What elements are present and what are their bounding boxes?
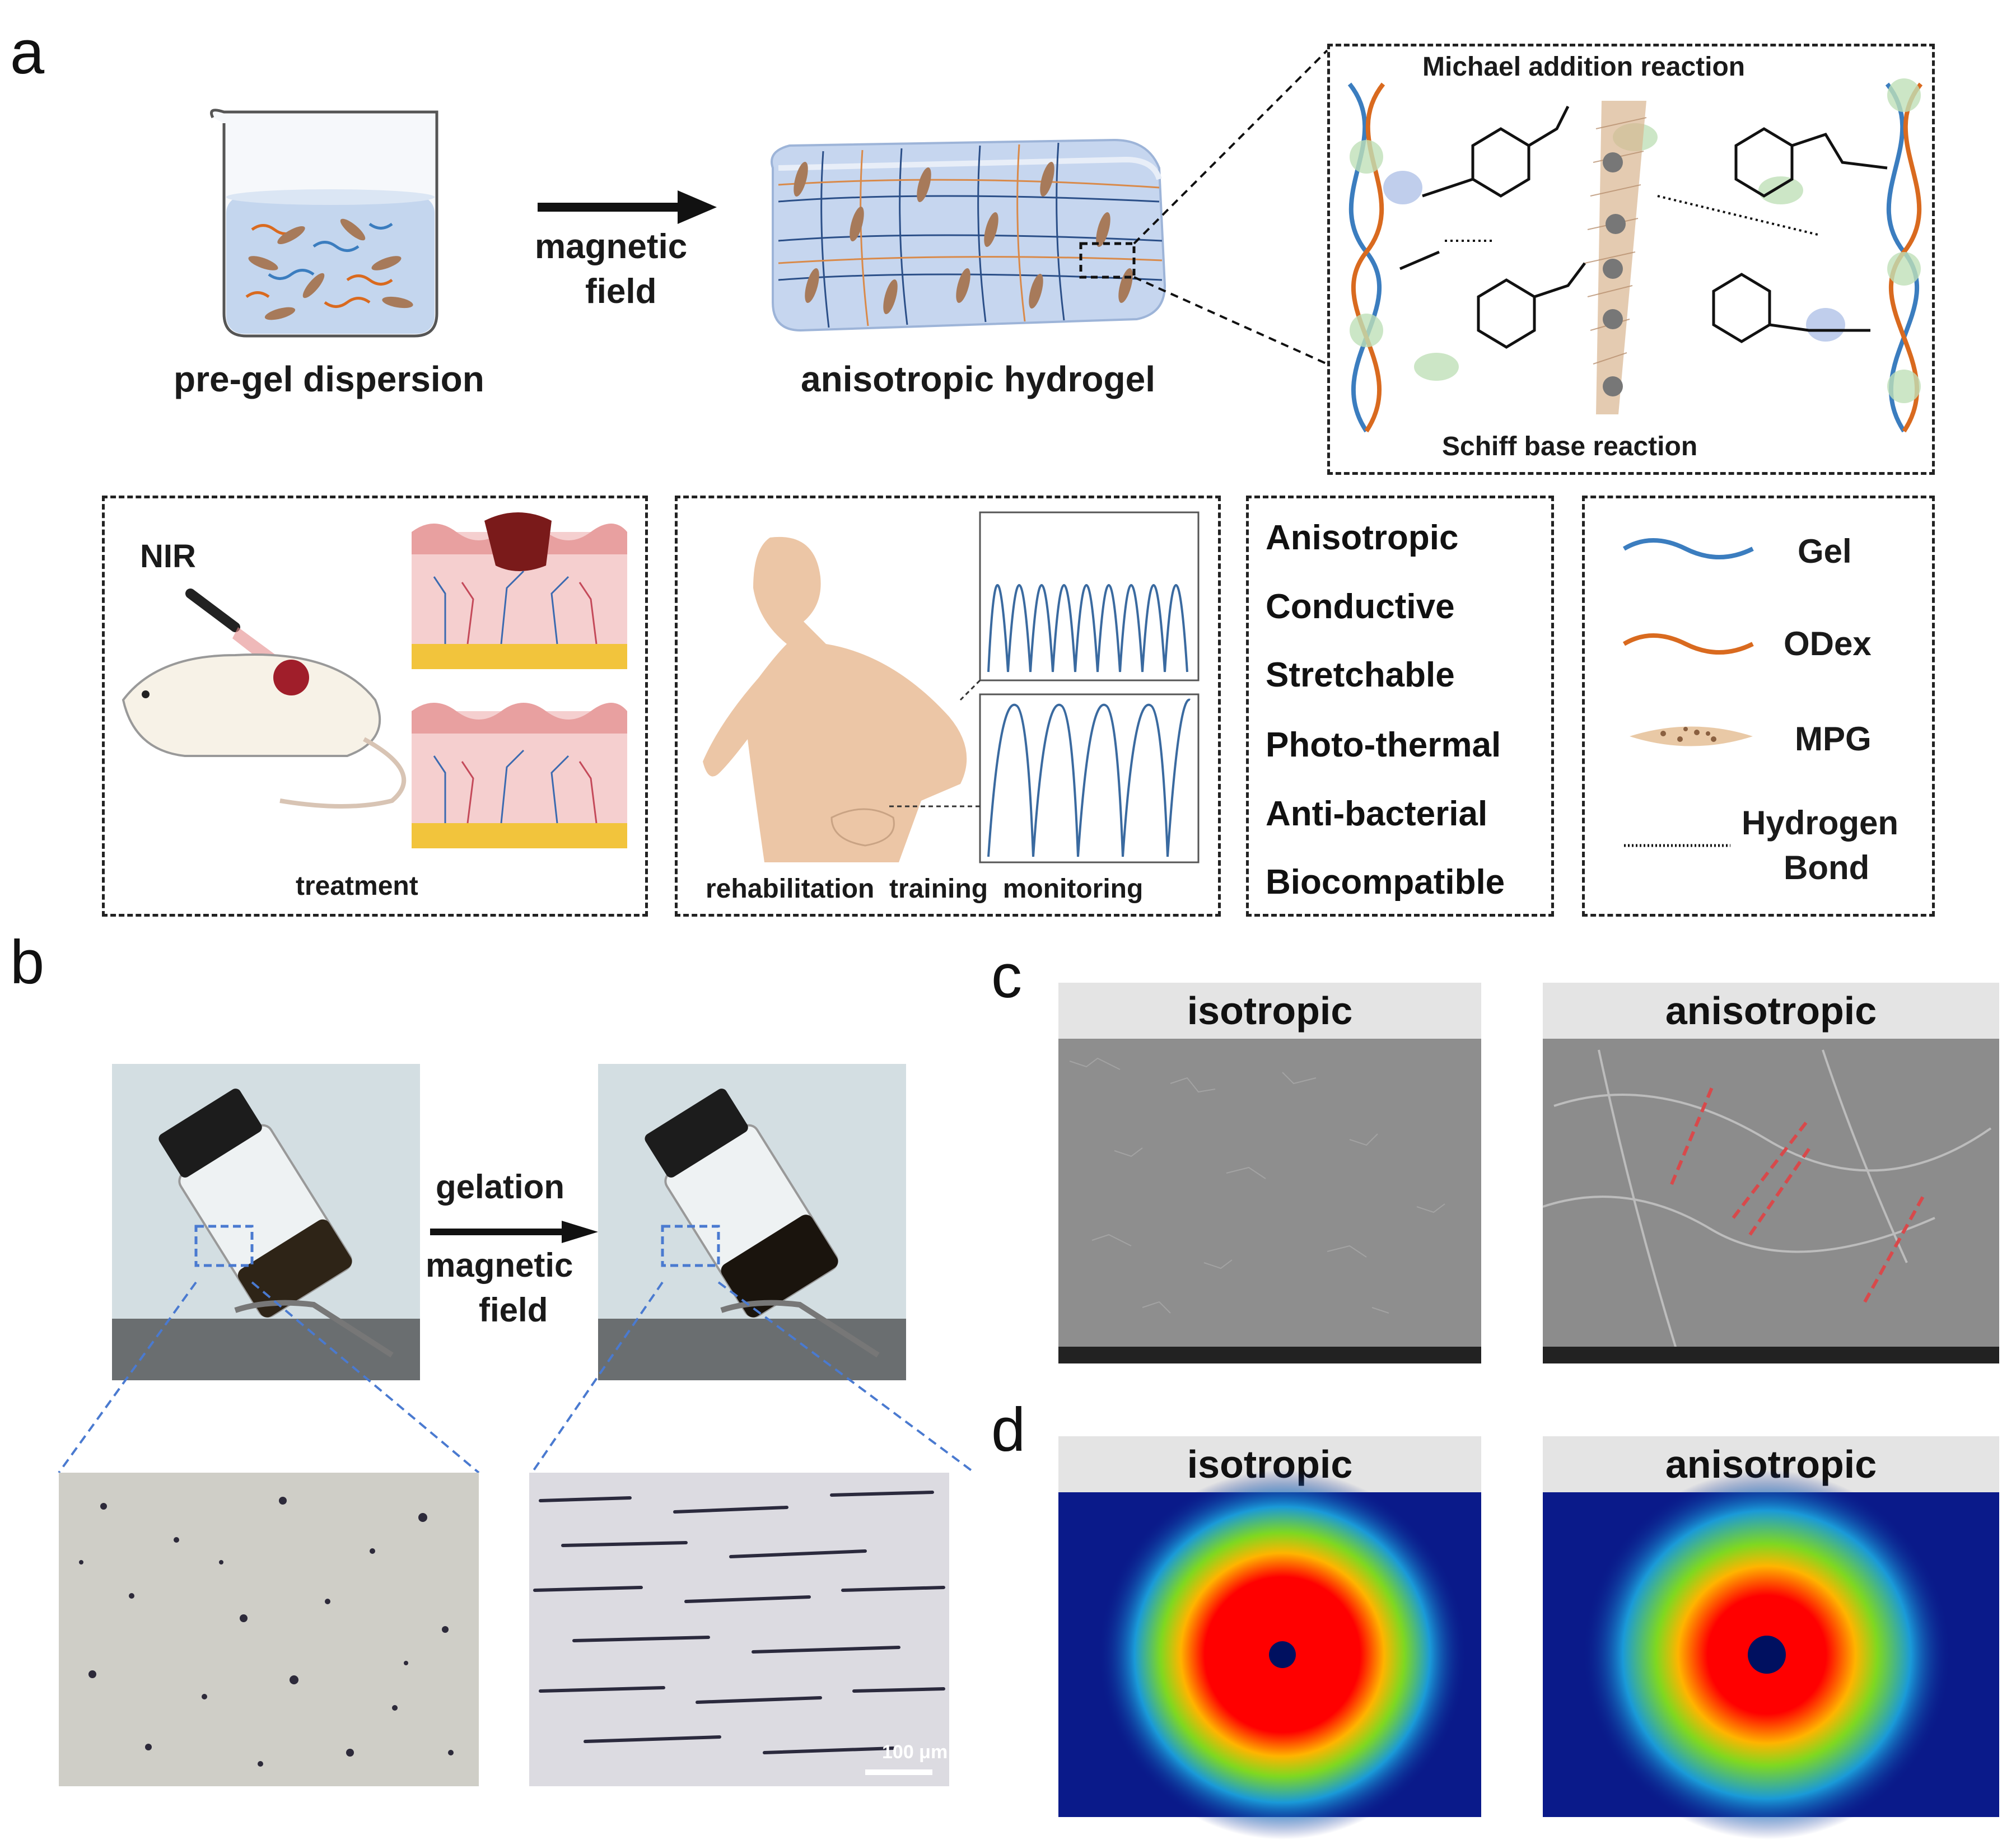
property-photothermal: Photo-thermal (1266, 726, 1501, 764)
sem-image-anisotropic (1542, 1039, 1999, 1363)
panel-letter-c: c (991, 942, 1022, 1011)
saxs-anisotropic-title: anisotropic (1543, 1436, 1999, 1492)
panel-letter-d: d (991, 1395, 1026, 1464)
nir-label: NIR (140, 538, 196, 575)
sem-anisotropic-title: anisotropic (1543, 983, 1999, 1039)
gelation-arrow (430, 1221, 598, 1243)
skin-layers-illustration (412, 512, 627, 848)
vial-photo-before (112, 1064, 420, 1380)
micrograph-anisotropic (529, 1473, 949, 1786)
pregel-label: pre-gel dispersion (174, 359, 484, 399)
property-stretchable: Stretchable (1266, 656, 1455, 694)
arrow-magnetic-label: magnetic (426, 1246, 573, 1284)
beaker-illustration (210, 109, 438, 338)
legend-hbond-line1: Hydrogen (1742, 804, 1899, 842)
legend-mpg: MPG (1795, 720, 1872, 758)
property-biocompatible: Biocompatible (1266, 863, 1505, 902)
legend-hbond-line2: Bond (1784, 849, 1870, 886)
arrow-field-label: field (479, 1291, 548, 1329)
monitoring-box (675, 496, 1221, 917)
strain-signal-charts (888, 511, 1200, 863)
arrow-gelation-label: gelation (436, 1168, 565, 1206)
hydrogel-block-illustration (771, 49, 1328, 365)
property-conductive: Conductive (1266, 587, 1455, 626)
zoom-connector-lines (58, 1281, 976, 1474)
sem-image-isotropic (1058, 1039, 1481, 1363)
property-antibacterial: Anti-bacterial (1266, 795, 1488, 833)
panel-letter-a: a (10, 18, 45, 87)
arrow-label-line2: field (585, 272, 657, 311)
legend-gel: Gel (1798, 533, 1852, 570)
saxs-pattern-anisotropic (1543, 1470, 1999, 1839)
arrow-label-line1: magnetic (535, 227, 688, 266)
legend-symbols (1622, 538, 1754, 847)
legend-box (1582, 496, 1935, 917)
saxs-pattern-isotropic (1058, 1470, 1481, 1839)
treatment-box (102, 496, 648, 917)
chemical-structure-diagram (1347, 78, 1923, 433)
properties-box (1246, 496, 1554, 917)
property-anisotropic: Anisotropic (1266, 519, 1459, 557)
mouse-illustration (122, 589, 407, 809)
magnetic-field-arrow (538, 190, 717, 224)
chemistry-box (1327, 44, 1935, 475)
treatment-caption: treatment (296, 871, 418, 901)
hydrogel-label: anisotropic hydrogel (801, 359, 1155, 399)
panel-letter-b: b (10, 928, 45, 997)
legend-odex: ODex (1784, 625, 1872, 662)
vial-photo-after (598, 1064, 906, 1380)
sem-isotropic-title: isotropic (1058, 983, 1481, 1039)
michael-reaction-label: Michael addition reaction (1422, 52, 1746, 82)
micrograph-isotropic (59, 1473, 479, 1786)
human-torso-illustration (703, 536, 967, 862)
schiff-reaction-label: Schiff base reaction (1442, 432, 1698, 461)
scale-bar-label: 100 μm (882, 1741, 948, 1763)
monitoring-caption: rehabilitation training monitoring (706, 874, 1144, 904)
